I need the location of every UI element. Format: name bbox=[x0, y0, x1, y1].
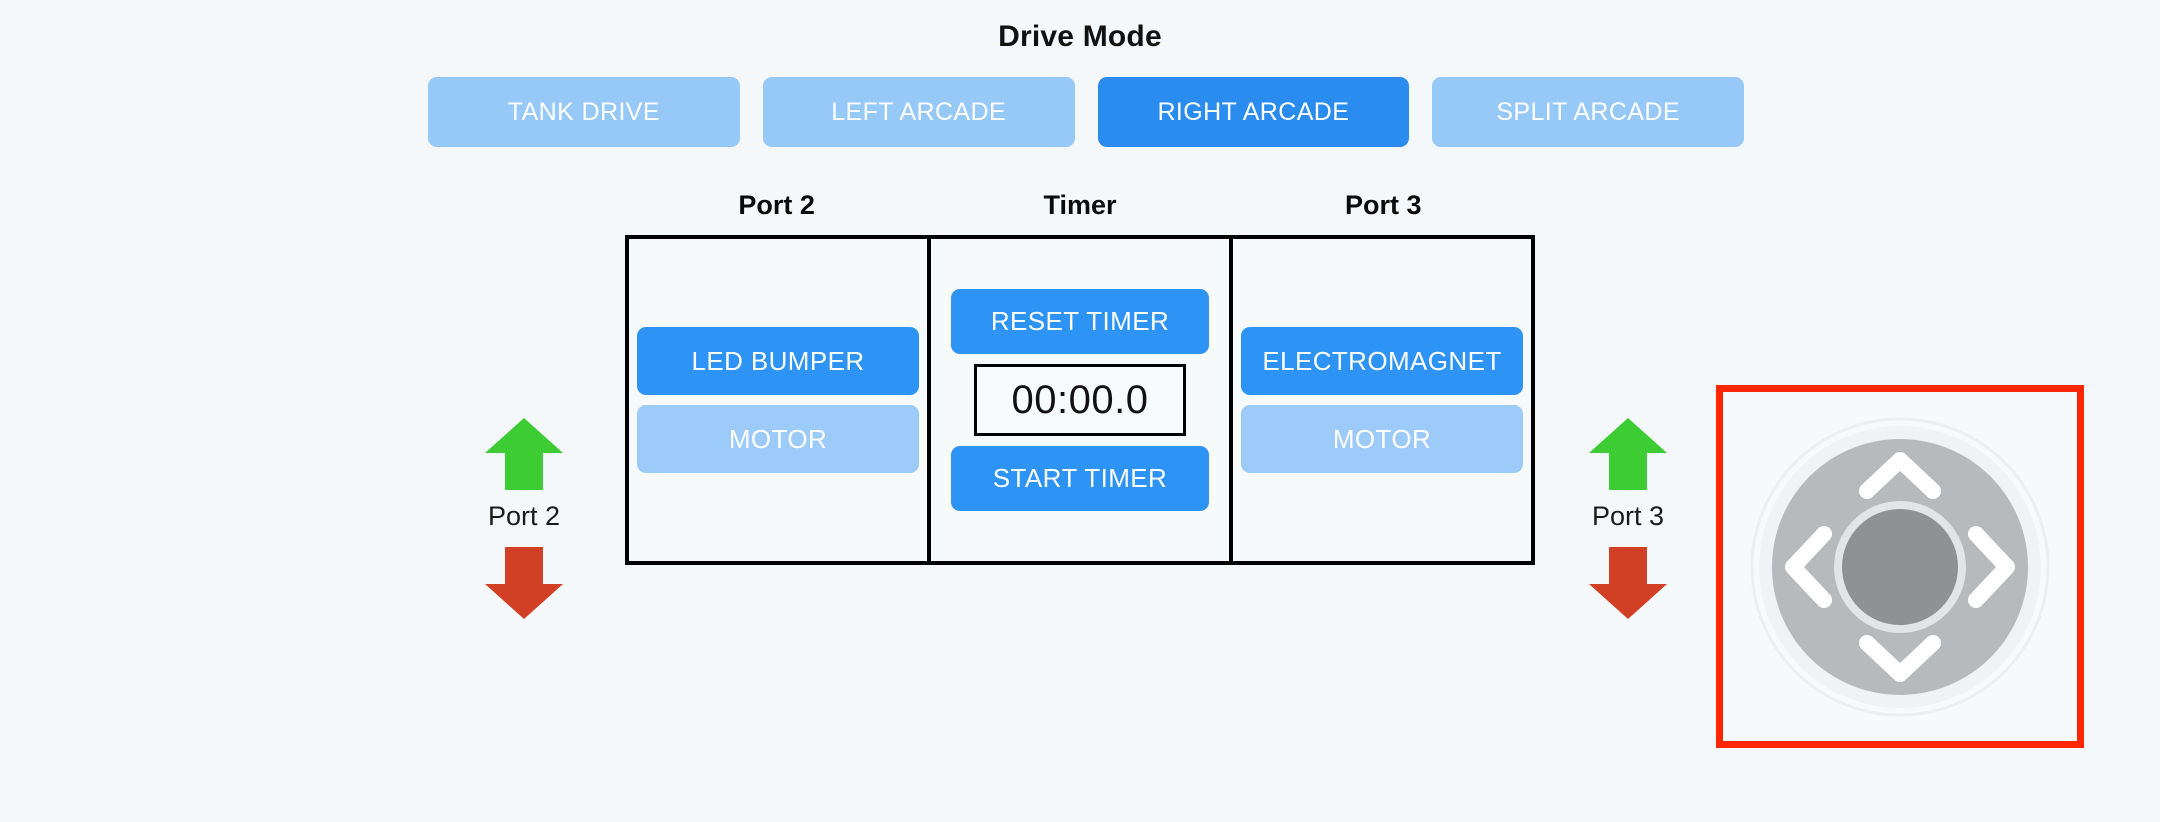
port3-motor-label: MOTOR bbox=[1332, 423, 1432, 454]
port2-column: LED BUMPER MOTOR bbox=[629, 239, 927, 561]
panel-header-port2: Port 2 bbox=[738, 190, 815, 220]
drive-mode-tab-right-arcade[interactable]: RIGHT ARCADE bbox=[1097, 77, 1410, 147]
drive-mode-tab-label: TANK DRIVE bbox=[507, 97, 660, 126]
panel-header-port3: Port 3 bbox=[1345, 190, 1422, 220]
arrow-up-icon bbox=[1589, 418, 1667, 490]
timer-control-stack: RESET TIMER 00:00.0 START TIMER bbox=[951, 289, 1209, 511]
port2-motor-button[interactable]: MOTOR bbox=[637, 405, 919, 473]
reset-timer-button[interactable]: RESET TIMER bbox=[951, 289, 1209, 354]
dpad-highlight-frame bbox=[1716, 385, 2084, 748]
arrow-down-icon bbox=[485, 547, 563, 619]
port2-led-bumper-label: LED BUMPER bbox=[691, 345, 865, 376]
port3-direction-indicator: Port 3 bbox=[1538, 415, 1718, 622]
drive-mode-tab-tank-drive[interactable]: TANK DRIVE bbox=[428, 77, 740, 147]
chevron-left-icon[interactable] bbox=[1785, 525, 1832, 608]
dpad-control[interactable] bbox=[1741, 411, 2059, 723]
drive-mode-tab-label: SPLIT ARCADE bbox=[1496, 97, 1680, 126]
chevron-down-icon[interactable] bbox=[1859, 634, 1941, 682]
control-panel: LED BUMPER MOTOR RESET TIMER 00:00.0 STA… bbox=[625, 235, 1535, 565]
arrow-up-icon bbox=[485, 418, 563, 490]
reset-timer-label: RESET TIMER bbox=[990, 306, 1170, 336]
port2-indicator-label: Port 2 bbox=[487, 501, 561, 531]
drive-mode-tab-left-arcade[interactable]: LEFT ARCADE bbox=[762, 77, 1075, 147]
page-title: Drive Mode bbox=[998, 20, 1162, 53]
start-timer-button[interactable]: START TIMER bbox=[951, 446, 1209, 511]
drive-mode-tab-split-arcade[interactable]: SPLIT ARCADE bbox=[1432, 77, 1744, 147]
drive-mode-tab-label: LEFT ARCADE bbox=[831, 97, 1007, 126]
timer-column: RESET TIMER 00:00.0 START TIMER bbox=[927, 239, 1233, 561]
port2-led-bumper-button[interactable]: LED BUMPER bbox=[637, 327, 919, 395]
drive-mode-tab-label: RIGHT ARCADE bbox=[1157, 97, 1350, 126]
port2-motor-label: MOTOR bbox=[728, 423, 828, 454]
port3-motor-button[interactable]: MOTOR bbox=[1241, 405, 1523, 473]
port2-button-stack: LED BUMPER MOTOR bbox=[629, 327, 927, 473]
timer-display: 00:00.0 bbox=[974, 364, 1186, 436]
drive-mode-tab-group: TANK DRIVE LEFT ARCADE RIGHT ARCADE SPLI… bbox=[428, 77, 1744, 147]
dpad-center-icon[interactable] bbox=[1842, 508, 1958, 625]
port3-button-stack: ELECTROMAGNET MOTOR bbox=[1233, 327, 1531, 473]
panel-header-row: Port 2 Timer Port 3 bbox=[625, 190, 1535, 221]
port3-electromagnet-label: ELECTROMAGNET bbox=[1262, 345, 1502, 376]
arrow-down-icon bbox=[1589, 547, 1667, 619]
port3-electromagnet-button[interactable]: ELECTROMAGNET bbox=[1241, 327, 1523, 395]
dpad-outer-halo bbox=[1750, 417, 2050, 716]
chevron-right-icon[interactable] bbox=[1968, 525, 2015, 608]
chevron-up-icon[interactable] bbox=[1859, 451, 1941, 499]
port3-indicator-label: Port 3 bbox=[1591, 501, 1665, 531]
port2-direction-indicator: Port 2 bbox=[434, 415, 614, 622]
panel-header-timer: Timer bbox=[1043, 190, 1117, 220]
port3-column: ELECTROMAGNET MOTOR bbox=[1233, 239, 1531, 561]
start-timer-label: START TIMER bbox=[992, 463, 1168, 493]
